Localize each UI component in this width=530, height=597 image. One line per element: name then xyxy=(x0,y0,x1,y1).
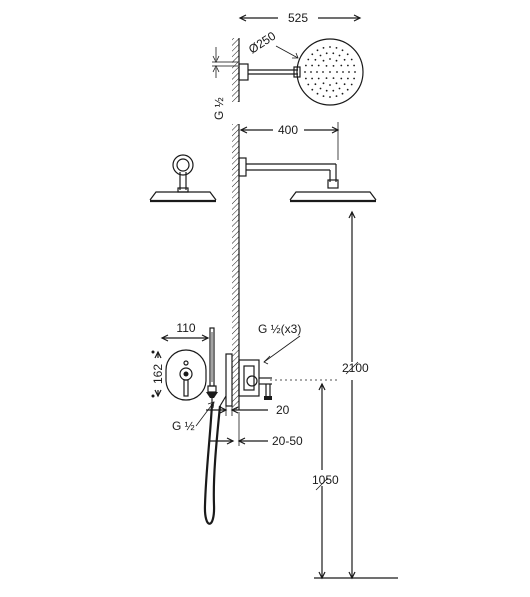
dimension-wall-offset: 20 xyxy=(206,398,290,417)
shower-hose xyxy=(203,395,227,525)
nozzle-dot xyxy=(353,77,355,80)
nozzle-dot xyxy=(346,88,349,91)
dimension-plate-width: 110 xyxy=(160,321,210,342)
nozzle-dot xyxy=(340,77,343,80)
label-overall-width: 525 xyxy=(288,11,308,25)
shower-arm-side xyxy=(238,157,339,189)
label-thread-arm: G ½ xyxy=(212,97,226,120)
nozzle-dot xyxy=(335,82,338,85)
nozzle-dot xyxy=(343,58,346,61)
nozzle-dot xyxy=(325,52,328,55)
label-plate-height: 162 xyxy=(151,364,165,384)
nozzle-dot xyxy=(311,88,314,91)
nozzle-dot xyxy=(329,84,331,86)
nozzle-dot xyxy=(317,64,320,67)
label-arm-length: 400 xyxy=(278,123,298,137)
nozzle-dot xyxy=(343,83,346,86)
shower-head-front-view xyxy=(149,154,217,203)
dimension-total-height: 2100 xyxy=(342,210,369,580)
nozzle-dot xyxy=(304,71,306,73)
top-view-wall xyxy=(232,38,240,102)
label-threads-valve: G ½(x3) xyxy=(258,322,301,336)
label-valve-height: 1050 xyxy=(312,473,339,487)
nozzle-dot xyxy=(350,58,353,61)
label-head-diameter: Ø250 xyxy=(246,29,279,57)
nozzle-dot xyxy=(336,71,338,73)
nozzle-dot xyxy=(322,95,325,97)
shower-head-side xyxy=(289,191,377,203)
dimension-head-diameter: Ø250 xyxy=(246,29,299,59)
nozzle-dot xyxy=(347,64,349,67)
dimension-arm-length: 400 xyxy=(239,122,340,160)
label-plate-width: 110 xyxy=(176,321,195,335)
nozzle-dot xyxy=(311,53,314,56)
dimension-plate-height: 162 xyxy=(151,350,165,398)
shower-head-top-view xyxy=(296,38,364,106)
nozzle-dot xyxy=(314,83,317,86)
nozzle-dot xyxy=(322,82,325,85)
nozzle-dot xyxy=(342,71,344,73)
nozzle-dot xyxy=(338,87,341,90)
nozzle-dot xyxy=(322,47,325,49)
nozzle-dot xyxy=(335,47,338,49)
label-wall-offset: 20 xyxy=(276,403,290,417)
nozzle-dot xyxy=(325,65,328,67)
nozzle-dot xyxy=(314,58,317,61)
nozzle-dot xyxy=(354,71,356,73)
dimension-overall-width: 525 xyxy=(238,11,362,25)
nozzle-dot xyxy=(311,64,313,67)
nozzle-dot xyxy=(316,49,319,52)
dimension-thread-hose: G ½ xyxy=(172,401,215,433)
label-total-height: 2100 xyxy=(342,361,369,375)
dimension-recess-depth: 20-50 xyxy=(210,412,303,448)
nozzle-dot xyxy=(332,52,335,55)
nozzle-dot xyxy=(335,95,338,97)
nozzle-dot xyxy=(317,77,320,80)
nozzle-dot xyxy=(305,77,307,80)
dimension-thread-arm: G ½ xyxy=(212,47,238,120)
nozzle-dot xyxy=(310,71,312,73)
nozzle-dot xyxy=(319,54,322,57)
hand-shower xyxy=(206,327,218,406)
dimension-threads-valve: G ½(x3) xyxy=(258,322,301,365)
nozzle-dot xyxy=(316,92,319,95)
nozzle-dot xyxy=(350,83,353,86)
valve-plate-front xyxy=(165,349,207,401)
nozzle-dot xyxy=(332,65,335,67)
nozzle-dot xyxy=(353,64,355,67)
main-wall xyxy=(232,124,240,410)
top-shower-arm xyxy=(238,63,301,81)
nozzle-dot xyxy=(329,46,331,48)
shower-nozzles xyxy=(304,46,356,98)
nozzle-dot xyxy=(307,58,310,61)
nozzle-dot xyxy=(338,54,341,57)
nozzle-dot xyxy=(346,53,349,56)
nozzle-dot xyxy=(341,92,344,95)
nozzle-dot xyxy=(329,58,331,60)
dimension-valve-height: 1050 xyxy=(312,382,339,580)
label-thread-hose: G ½ xyxy=(172,419,195,433)
nozzle-dot xyxy=(329,96,331,98)
nozzle-dot xyxy=(322,59,325,62)
nozzle-dot xyxy=(311,77,313,80)
nozzle-dot xyxy=(332,77,335,79)
nozzle-dot xyxy=(348,71,350,73)
nozzle-dot xyxy=(325,89,328,92)
nozzle-dot xyxy=(335,59,338,62)
nozzle-dot xyxy=(325,77,328,79)
mixing-valve-side xyxy=(225,353,272,407)
nozzle-dot xyxy=(305,64,307,67)
nozzle-dot xyxy=(347,77,349,80)
nozzle-dot xyxy=(341,49,344,52)
nozzle-dot xyxy=(340,64,343,67)
label-recess-depth: 20-50 xyxy=(272,434,303,448)
nozzle-dot xyxy=(316,71,318,73)
nozzle-dot xyxy=(332,89,335,92)
nozzle-dot xyxy=(322,71,324,73)
nozzle-dot xyxy=(307,83,310,86)
nozzle-dot xyxy=(319,87,322,90)
nozzle-dot xyxy=(329,71,331,73)
